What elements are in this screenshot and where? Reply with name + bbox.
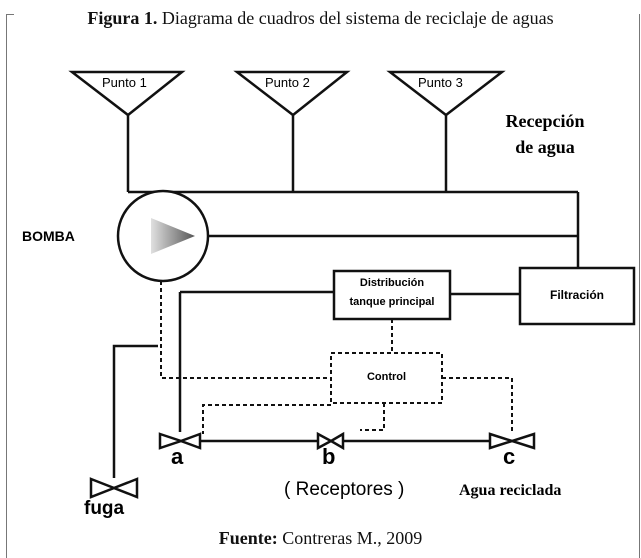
inlet-funnel-2 bbox=[233, 70, 351, 117]
distribution-label: Distribución tanque principal bbox=[334, 274, 450, 312]
pump-arrow bbox=[151, 218, 195, 254]
valve-a-label: a bbox=[171, 444, 184, 469]
frame-top-tick bbox=[6, 14, 14, 15]
figure-caption: Figura 1. Diagrama de cuadros del sistem… bbox=[0, 0, 641, 36]
reception-line-1: Recepción bbox=[505, 111, 585, 131]
figure-caption-text: Diagrama de cuadros del sistema de recic… bbox=[161, 8, 554, 28]
control-label: Control bbox=[366, 371, 407, 383]
valve-fuga-symbol bbox=[89, 477, 139, 499]
valve-a-symbol bbox=[158, 432, 202, 450]
reception-label: Recepción de agua bbox=[470, 108, 620, 160]
figure-caption-label: Figura 1. bbox=[87, 8, 158, 28]
inlet-label-2: Punto 2 bbox=[265, 75, 310, 90]
leak-pipe bbox=[112, 344, 158, 478]
inlet-label-1: Punto 1 bbox=[102, 75, 147, 90]
control-to-valve-a bbox=[202, 404, 331, 434]
control-to-valve-b bbox=[360, 403, 385, 431]
recycled-water-label: Agua reciclada bbox=[459, 482, 562, 499]
receivers-label: ( Receptores ) bbox=[284, 479, 405, 500]
reception-line-2: de agua bbox=[515, 137, 575, 157]
valve-c-label: c bbox=[503, 444, 516, 469]
valve-b-symbol bbox=[316, 431, 345, 451]
frame-right-edge bbox=[639, 14, 640, 558]
inlet-label-3: Punto 3 bbox=[418, 75, 463, 90]
inlet-funnel-3 bbox=[386, 70, 506, 117]
leak-label: fuga bbox=[84, 498, 125, 519]
control-to-valve-c bbox=[442, 377, 513, 434]
filtration-box bbox=[518, 266, 636, 326]
boxes bbox=[332, 266, 636, 326]
figure-source: Fuente: Contreras M., 2009 bbox=[0, 520, 641, 556]
valve-c-symbol bbox=[488, 432, 536, 450]
control-box bbox=[330, 352, 443, 404]
inlet-funnel-1 bbox=[68, 70, 186, 117]
distribution-line-1: Distribución bbox=[359, 277, 425, 289]
solid-pipes bbox=[112, 115, 580, 478]
distribution-line-2: tanque principal bbox=[349, 296, 435, 308]
filtration-label: Filtración bbox=[549, 288, 604, 302]
valve-b-label: b bbox=[322, 444, 336, 469]
control-lines bbox=[160, 281, 513, 434]
figure-source-text: Contreras M., 2009 bbox=[282, 528, 423, 548]
pump-label: BOMBA bbox=[22, 228, 75, 244]
pump bbox=[116, 189, 210, 283]
valves bbox=[89, 431, 536, 499]
figure-source-label: Fuente: bbox=[218, 528, 278, 548]
pump-control-line bbox=[160, 281, 331, 379]
frame-left-edge bbox=[6, 14, 7, 558]
inlet-funnels bbox=[68, 70, 506, 117]
